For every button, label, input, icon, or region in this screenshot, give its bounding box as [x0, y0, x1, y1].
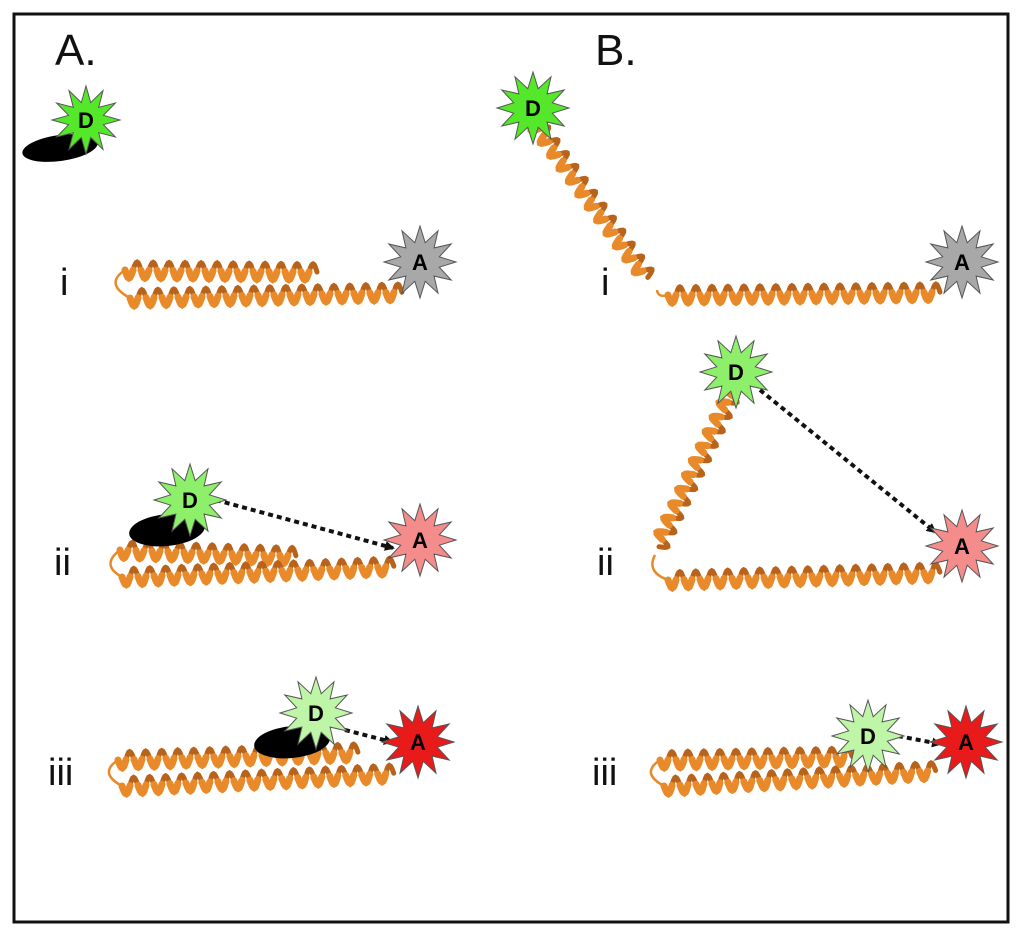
acceptor-b-i: A: [924, 224, 1000, 300]
fret-arrow-a-ii: [215, 498, 395, 551]
acceptor-a-ii-label: A: [412, 528, 428, 553]
row-label-b-i: i: [601, 262, 610, 304]
loop-a-iii: [107, 758, 123, 788]
arrow-layer: [215, 388, 942, 748]
loop-a-ii: [109, 549, 123, 579]
row-label-a-ii: ii: [54, 542, 71, 584]
donor-b-ii-label: D: [728, 360, 744, 385]
helix-a-i-lower: [126, 281, 405, 310]
helix-a-i-upper: [121, 259, 320, 284]
panel-label-b: B.: [595, 26, 637, 75]
helix-b-i-upper: [527, 118, 655, 280]
acceptor-a-ii: A: [382, 502, 458, 578]
donor-a-ii: D: [152, 462, 228, 538]
acceptor-a-i: A: [382, 224, 458, 300]
donor-b-i-label: D: [525, 96, 541, 121]
fret-arrow-a-iii: [344, 728, 394, 745]
acceptor-b-ii: A: [924, 508, 1000, 584]
acceptor-b-ii-label: A: [954, 534, 970, 559]
loop-b-ii: [651, 554, 669, 582]
donor-b-i: D: [495, 70, 571, 146]
fret-arrow-b-iii: [897, 734, 942, 748]
helix-b-ii-lower: [664, 561, 943, 593]
loop-a-i: [114, 268, 131, 300]
helix-layer: [107, 118, 943, 798]
binder-layer: [22, 134, 330, 759]
acceptor-a-iii: A: [380, 704, 456, 780]
loop-b-iii: [649, 758, 665, 788]
donor-b-iii-label: D: [860, 724, 876, 749]
acceptor-b-i-label: A: [954, 250, 970, 275]
acceptor-a-i-label: A: [412, 250, 428, 275]
donor-a-iii-label: D: [308, 701, 324, 726]
helix-a-ii-lower: [118, 555, 397, 589]
row-label-a-i: i: [60, 262, 69, 304]
row-label-b-iii: iii: [592, 752, 618, 794]
helix-b-i-lower: [664, 281, 943, 308]
donor-b-iii: D: [830, 698, 906, 774]
row-label-a-iii: iii: [48, 752, 74, 794]
panel-label-a: A.: [55, 26, 97, 75]
fret-arrow-b-ii: [758, 388, 937, 534]
helix-b-iii-upper: [656, 745, 855, 772]
acceptor-b-iii: A: [928, 704, 1004, 780]
donor-a-iii: D: [278, 675, 354, 751]
row-label-b-ii: ii: [597, 542, 614, 584]
helix-a-ii-upper: [116, 539, 299, 568]
helix-a-iii-lower: [118, 762, 397, 798]
donor-a-ii-label: D: [182, 488, 198, 513]
donor-b-ii: D: [698, 334, 774, 410]
free-binder: [22, 134, 98, 162]
helix-b-iii-lower: [660, 759, 939, 798]
figure-border: [12, 12, 1010, 924]
fluorophore-layer: D A D A D A D A D A D A: [50, 70, 1004, 780]
acceptor-a-iii-label: A: [410, 730, 426, 755]
donor-free-label: D: [78, 108, 94, 133]
loop-b-i: [655, 289, 669, 298]
acceptor-b-iii-label: A: [958, 730, 974, 755]
helix-b-ii-upper: [653, 383, 740, 550]
donor-free: D: [50, 84, 122, 156]
